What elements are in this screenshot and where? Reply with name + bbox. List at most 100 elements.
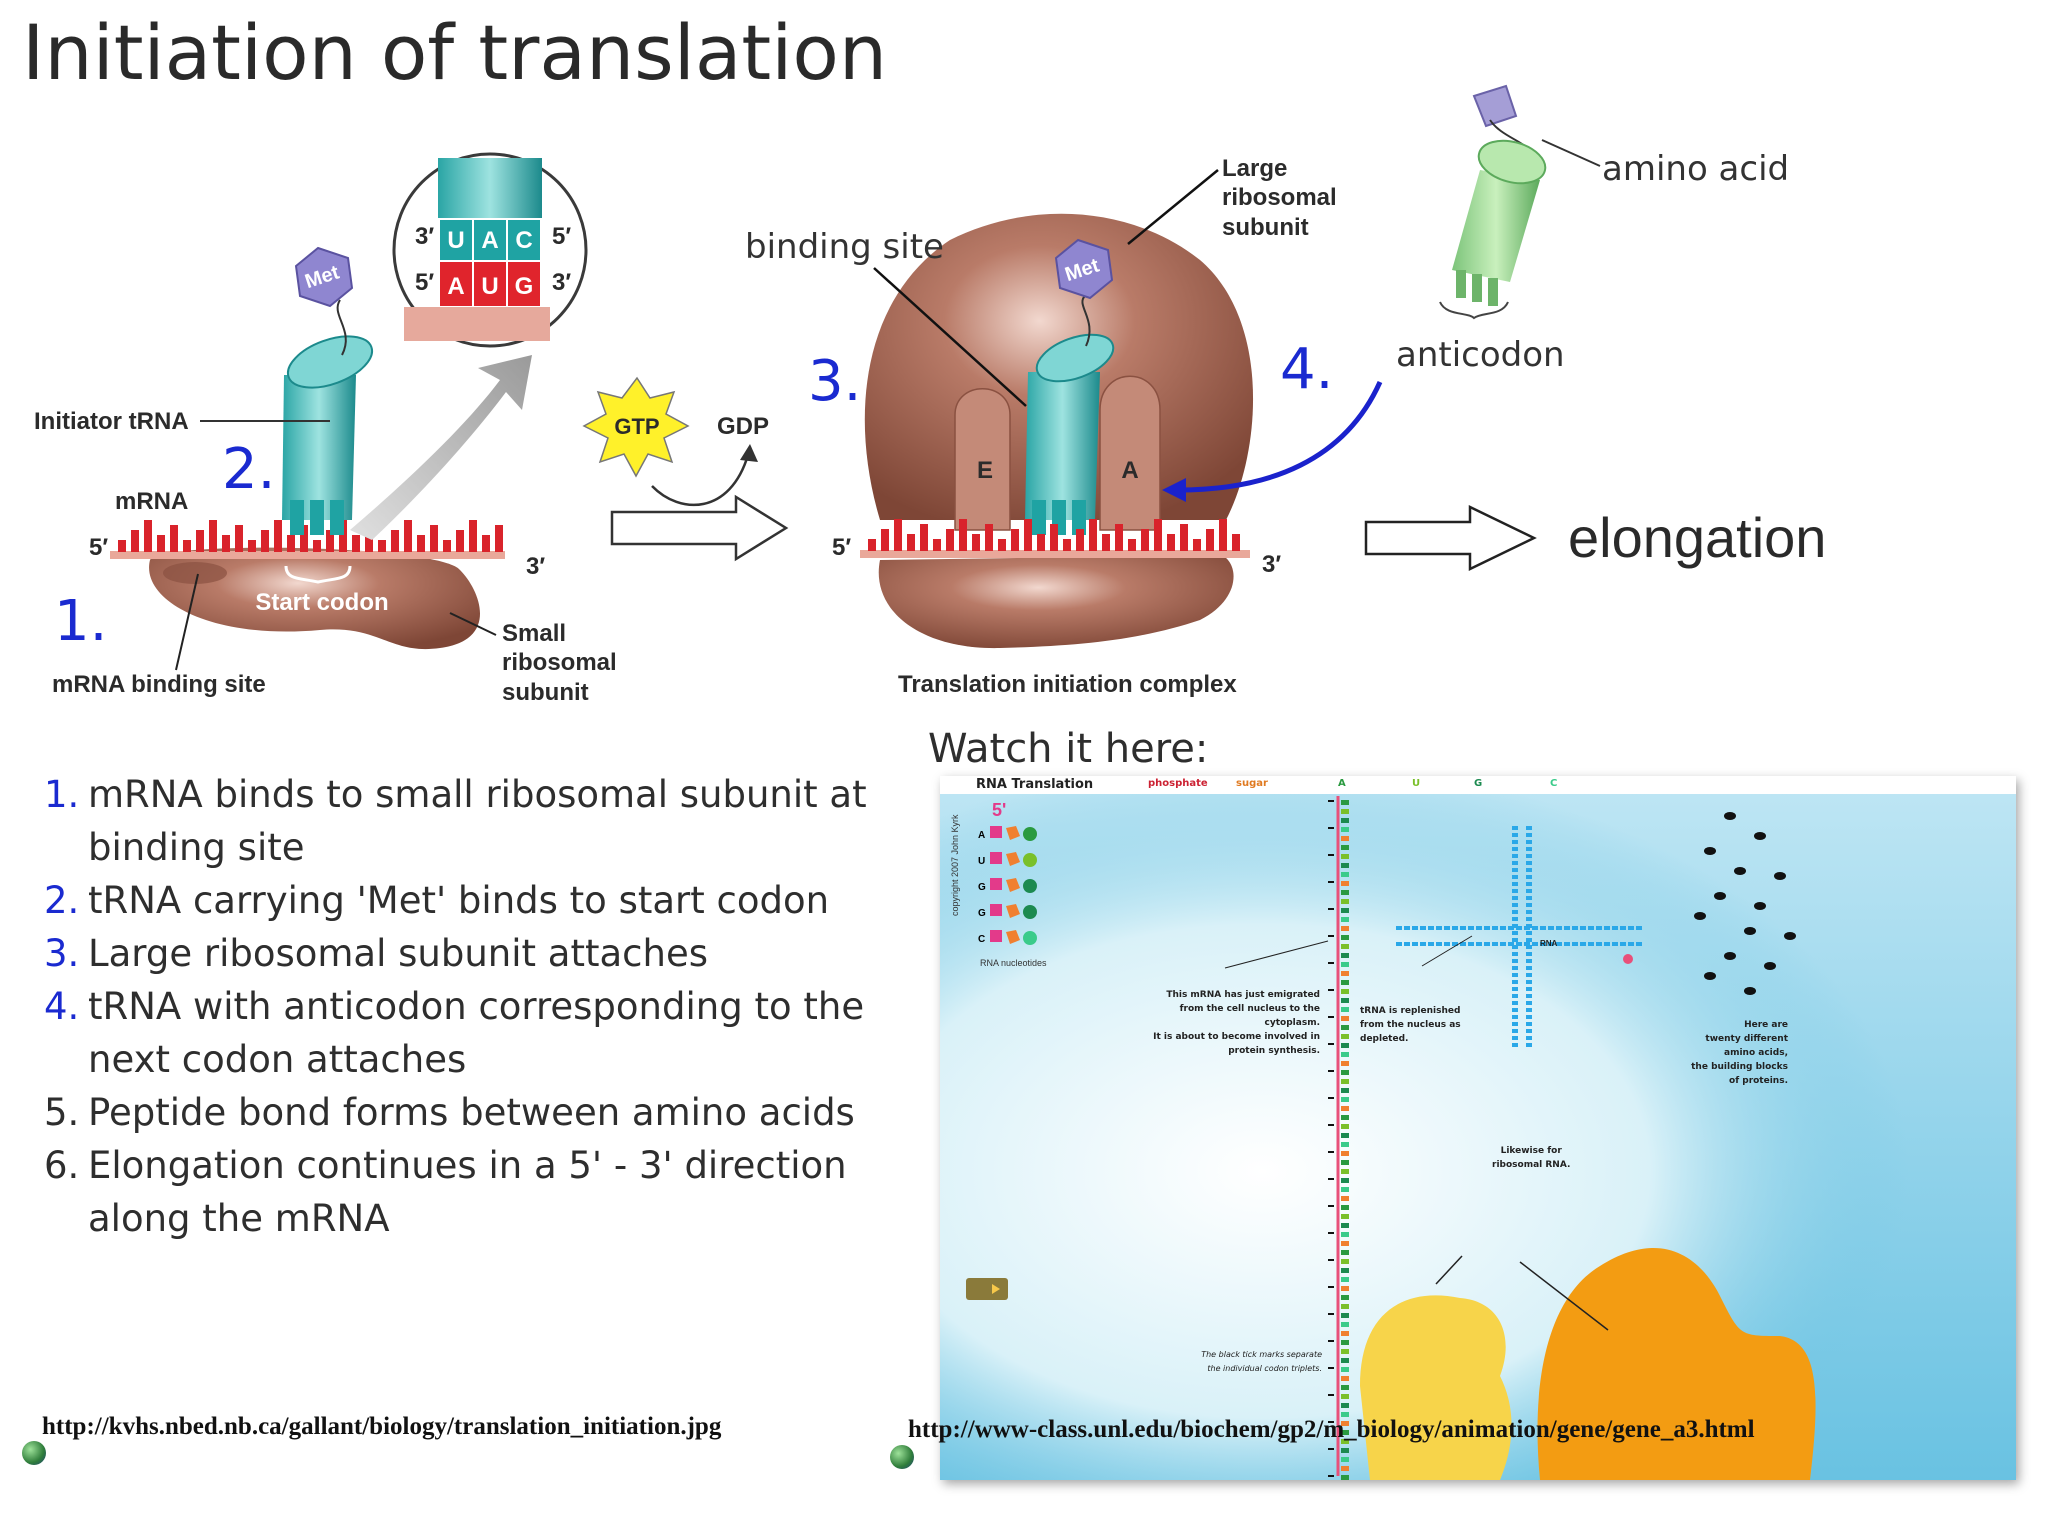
step-text-line: mRNA binds to small ribosomal subunit at: [88, 773, 867, 816]
mrna-base: [946, 529, 954, 551]
trna-nucleotide: [1444, 926, 1450, 930]
trna-nucleotide: [1512, 1001, 1518, 1005]
amino-acid-blob: [1724, 952, 1736, 960]
complex-label: Translation initiation complex: [898, 671, 1237, 698]
amino-acid-cluster: [1694, 812, 1796, 995]
small-subunit-label-3: subunit: [502, 679, 589, 706]
trna-nucleotide: [1526, 882, 1532, 886]
codon-tick: [1328, 1124, 1334, 1126]
globe-icon[interactable]: [890, 1445, 914, 1469]
trna-nucleotide: [1526, 973, 1532, 977]
trna-nucleotide: [1476, 942, 1482, 946]
start-codon-label: Start codon: [255, 589, 388, 616]
strand-base: [1341, 935, 1349, 940]
codon-tick: [1328, 1259, 1334, 1261]
strand-base: [1341, 1052, 1349, 1057]
ticks-note-line-2: the individual codon triplets.: [1207, 1364, 1322, 1373]
trna-nucleotide: [1526, 1036, 1532, 1040]
amino-acid-blob: [1784, 932, 1796, 940]
strand-base: [1341, 1340, 1349, 1345]
trna-nucleotide: [1526, 987, 1532, 991]
codon-tick: [1328, 1205, 1334, 1207]
incoming-trna-arrow: [1177, 380, 1383, 493]
phosphate-block: [990, 930, 1002, 942]
trna-nucleotide: [1512, 1015, 1518, 1019]
codon-tick: [1328, 1286, 1334, 1288]
mrna-vertical-strand: [1328, 796, 1349, 1480]
mrna-base: [1141, 529, 1149, 551]
three-prime-middle: 3′: [1262, 551, 1281, 578]
strand-base: [1341, 854, 1349, 859]
incoming-arrowhead: [1162, 478, 1186, 502]
source-link-left[interactable]: http://kvhs.nbed.nb.ca/gallant/biology/t…: [42, 1413, 722, 1440]
large-subunit-label-2: ribosomal: [1222, 184, 1337, 211]
trna-nucleotide: [1604, 926, 1610, 930]
ticks-note: The black tick marks separate the indivi…: [1158, 1348, 1322, 1376]
mrna-base: [1180, 524, 1188, 551]
trna-nucleotide: [1512, 903, 1518, 907]
trna-nucleotide: [1484, 926, 1490, 930]
codon-tick: [1328, 1070, 1334, 1072]
strand-base: [1341, 1367, 1349, 1372]
mrna-base: [222, 535, 230, 552]
amino-acid-blob: [1734, 867, 1746, 875]
codon-tick: [1328, 1367, 1334, 1369]
source-link-right[interactable]: http://www-class.unl.edu/biochem/gp2/m_b…: [908, 1416, 1755, 1443]
strand-base: [1341, 1286, 1349, 1291]
ribo-note-line-2: ribosomal RNA.: [1492, 1160, 1571, 1170]
play-button[interactable]: [966, 1278, 1008, 1300]
binding-pocket: [163, 562, 227, 584]
trna-nucleotide: [1508, 942, 1514, 946]
inset-bottom-left: 5′: [415, 269, 434, 296]
codon-tick: [1328, 854, 1334, 856]
animation-preview[interactable]: RNA Translation phosphate sugar A U G C …: [940, 776, 2016, 1480]
step-text: Large ribosomal subunit attaches: [88, 927, 708, 980]
trna-nucleotide: [1512, 952, 1518, 956]
trna-nucleotide: [1512, 1036, 1518, 1040]
codon-tick: [1328, 908, 1334, 910]
globe-icon[interactable]: [22, 1441, 46, 1465]
trna-nucleotide: [1526, 1001, 1532, 1005]
strand-base: [1341, 1223, 1349, 1228]
amino-acid-blob: [1744, 927, 1756, 935]
strand-base: [1341, 1016, 1349, 1021]
mrna-base: [920, 524, 928, 551]
amino-acid-blob: [1774, 872, 1786, 880]
strand-base: [1341, 827, 1349, 832]
five-prime-left: 5′: [89, 534, 108, 561]
mrna-base: [391, 530, 399, 552]
strand-base: [1341, 872, 1349, 877]
trna-note: tRNA is replenished from the nucleus as …: [1360, 1004, 1461, 1046]
trna-nucleotide: [1526, 903, 1532, 907]
p-site-trna: [1025, 295, 1115, 535]
mrna-base: [1063, 539, 1071, 551]
strand-base: [1341, 1421, 1349, 1426]
trna-nucleotide: [1512, 1022, 1518, 1026]
trna-nucleotide: [1628, 926, 1634, 930]
trna-nucleotide: [1512, 875, 1518, 879]
charged-trna: [1439, 84, 1547, 320]
mrna-label: mRNA: [115, 488, 188, 515]
strand-base: [1341, 1349, 1349, 1354]
legend-phosphate: phosphate: [1148, 778, 1208, 789]
mrna-base: [456, 530, 464, 552]
strand-base: [1341, 881, 1349, 886]
trna-nucleotide: [1512, 868, 1518, 872]
trna-nucleotide: [1508, 926, 1514, 930]
trna-note-line-2: from the nucleus as: [1360, 1020, 1461, 1030]
inset-top-left: 3′: [415, 223, 434, 250]
strand-base: [1341, 1394, 1349, 1399]
strand-base: [1341, 1169, 1349, 1174]
codon-tick: [1328, 1232, 1334, 1234]
trna-nucleotide: [1452, 942, 1458, 946]
trna-nucleotide: [1572, 942, 1578, 946]
trna-nucleotide: [1548, 942, 1554, 946]
trna-nucleotide: [1512, 1008, 1518, 1012]
trna-nucleotide: [1526, 938, 1532, 942]
trna-nucleotide: [1524, 926, 1530, 930]
strand-base: [1341, 1313, 1349, 1318]
mrna-base: [339, 520, 347, 552]
trna-nucleotide: [1526, 861, 1532, 865]
a-site-label: A: [1121, 457, 1138, 484]
strand-base: [1341, 1061, 1349, 1066]
